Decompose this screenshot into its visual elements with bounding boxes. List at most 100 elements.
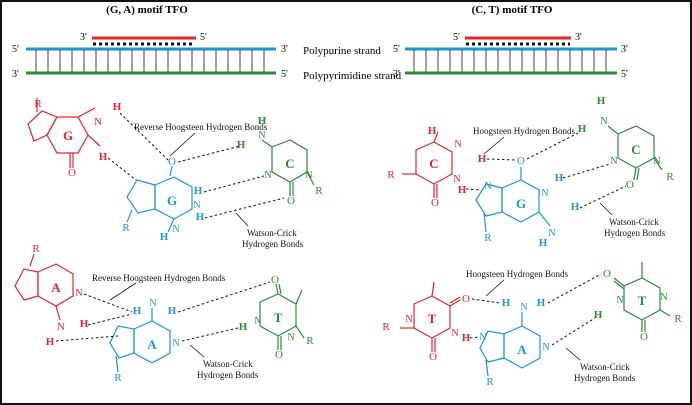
tfo-t-o2: O	[429, 351, 437, 363]
pyrimidine-t-o4: O	[271, 274, 279, 286]
pyrimidine-c-n4: N	[258, 130, 265, 141]
tfo-t-h: H	[462, 332, 471, 344]
left-tfo-3-end: 3'	[80, 32, 87, 43]
purine-g-n2: N	[172, 224, 179, 235]
cg-wc-label-1: Watson-Crick	[609, 217, 659, 227]
pyrimidine-c2-label: C	[631, 142, 640, 157]
pyrimidine-t2-h: H	[594, 309, 603, 321]
purine-g2-o: O	[517, 155, 525, 167]
purine-adenine-right: A N H H N N R	[479, 297, 550, 388]
right-bottom-3-end: 3'	[393, 69, 400, 80]
pyrimidine-t-h: H	[239, 321, 248, 333]
tfo-cplus-n4: N	[454, 139, 461, 150]
purine-g2-h2: H	[571, 201, 580, 213]
right-bottom-5-end: 5'	[621, 69, 628, 80]
tfo-a-h2: H	[46, 336, 55, 348]
tfo-a-h1: H	[80, 318, 89, 330]
pyrimidine-thymine: T O N H O N R	[239, 274, 315, 361]
ta-wc-label-1: Watson-Crick	[580, 362, 630, 372]
aa-wc-label-1: Watson-Crick	[203, 359, 253, 369]
tfo-t-label: T	[428, 311, 437, 326]
pyrimidine-t2-o2: O	[640, 331, 648, 343]
pyrimidine-c-label: C	[285, 156, 294, 171]
purine-a2-h2: H	[537, 297, 546, 309]
right-tfo-3-end: 3'	[575, 32, 582, 43]
right-rungs	[413, 50, 607, 72]
pyrimidine-t-label: T	[274, 310, 283, 325]
purine-a-h1: H	[133, 305, 142, 317]
purine-guanine: G O R N H H N H	[122, 156, 204, 243]
tfo-g-h2: H	[99, 151, 108, 163]
tfo-t-o4: O	[462, 293, 470, 305]
pyrimidine-t2-o4: O	[603, 268, 611, 280]
tfo-cplus-h1: H	[428, 125, 437, 137]
aa-reverse-hoogsteen-label: Reverse Hoogsteen Hydrogen Bonds	[92, 273, 226, 283]
right-duplex: (C, T) motif TFO 5' 3' 5' 3' 3' 5'	[393, 4, 628, 80]
pyrimidine-t-n1: N	[287, 332, 294, 343]
polypyrimidine-strand-label: Polypyrimidine strand	[303, 70, 402, 82]
tfo-a-r: R	[32, 243, 40, 255]
pyrimidine-c-h2: H	[237, 139, 246, 151]
polypurine-strand-label: Polypurine strand	[303, 45, 381, 57]
pyrimidine-c2-n1: N	[653, 156, 660, 167]
pyrimidine-thymine-right: T O N H O N R	[594, 262, 682, 343]
purine-a2-n6: N	[520, 302, 527, 313]
tfo-t-n3: N	[451, 328, 458, 339]
tfo-thymine: T O N H O N R	[382, 281, 471, 363]
pyrimidine-c-h1: H	[258, 115, 267, 127]
tfo-a-n: N	[57, 321, 65, 333]
tfo-cplus-o: O	[431, 197, 439, 209]
purine-g-label: G	[167, 193, 177, 208]
purine-g2-h1: H	[555, 172, 564, 184]
purine-adenine: A N H H N R	[109, 298, 180, 384]
purine-g2-n2: N	[548, 228, 555, 239]
triplet-a-a-t: A R N H H N A N H H N R T	[14, 243, 315, 384]
pyrimidine-c2-n3: N	[610, 156, 617, 167]
purine-a2-n1: N	[542, 342, 549, 353]
left-bottom-3-end: 3'	[12, 69, 19, 80]
purine-g2-r: R	[484, 232, 492, 244]
purine-guanine-right: G O N N H N H H R	[475, 155, 580, 249]
pyrimidine-cytosine-right: C N H H N O N R	[578, 95, 675, 191]
right-tfo-5-end: 5'	[453, 32, 460, 43]
pyrimidine-t-n3: N	[254, 316, 261, 327]
purine-a-r: R	[114, 372, 122, 384]
left-top-3-end: 3'	[281, 44, 288, 55]
pyrimidine-c-n3: N	[264, 170, 271, 181]
purine-g-o: O	[168, 156, 176, 168]
tfo-protonated-cytosine: C H N H N H O R	[387, 125, 486, 209]
left-top-5-end: 5'	[12, 44, 19, 55]
tfo-a-label: A	[51, 280, 61, 295]
purine-g-h1: H	[194, 185, 203, 197]
pyrimidine-c2-h1: H	[597, 95, 606, 107]
cg-hoogsteen-label: Hoogsteen Hydrogen Bonds	[473, 126, 575, 136]
right-title: (C, T) motif TFO	[472, 4, 553, 16]
tfo-g-h1: H	[113, 101, 122, 113]
purine-g2-n1: N	[541, 188, 548, 199]
pyrimidine-c2-r: R	[666, 171, 674, 183]
pyrimidine-t2-n3: N	[616, 295, 623, 306]
pyrimidine-c2-h2: H	[578, 123, 587, 135]
purine-a2-r: R	[486, 376, 494, 388]
purine-g-h3: H	[160, 231, 169, 243]
tfo-cplus-h3: H	[458, 184, 467, 196]
pyrimidine-c2-n4: N	[600, 116, 607, 127]
purine-a2-n7: N	[479, 332, 486, 343]
tfo-cplus-label: C	[429, 156, 438, 171]
pyrimidine-t-r: R	[306, 335, 314, 347]
pyrimidine-t2-label: T	[638, 293, 647, 308]
purine-a2-label: A	[517, 342, 527, 357]
purine-a-h2: H	[168, 305, 177, 317]
ta-wc-label-2: Hydrogen Bonds	[574, 373, 636, 383]
triplet-g-g-c: G R O N H H G O R N H H N H	[27, 98, 324, 249]
purine-g2-label: G	[516, 196, 526, 211]
aa-wc-label-2: Hydrogen Bonds	[197, 370, 259, 380]
cg-wc-label-2: Hydrogen Bonds	[604, 228, 666, 238]
triplet-c-g-c: C H N H N H O R G O N N H N H H R	[387, 95, 674, 249]
pyrimidine-cytosine: C N H H N O N R	[237, 115, 324, 207]
left-title: (G, A) motif TFO	[106, 4, 188, 16]
purine-a2-h1: H	[502, 297, 511, 309]
purine-g2-n7: N	[484, 181, 491, 192]
pyrimidine-c2-o: O	[626, 179, 634, 191]
